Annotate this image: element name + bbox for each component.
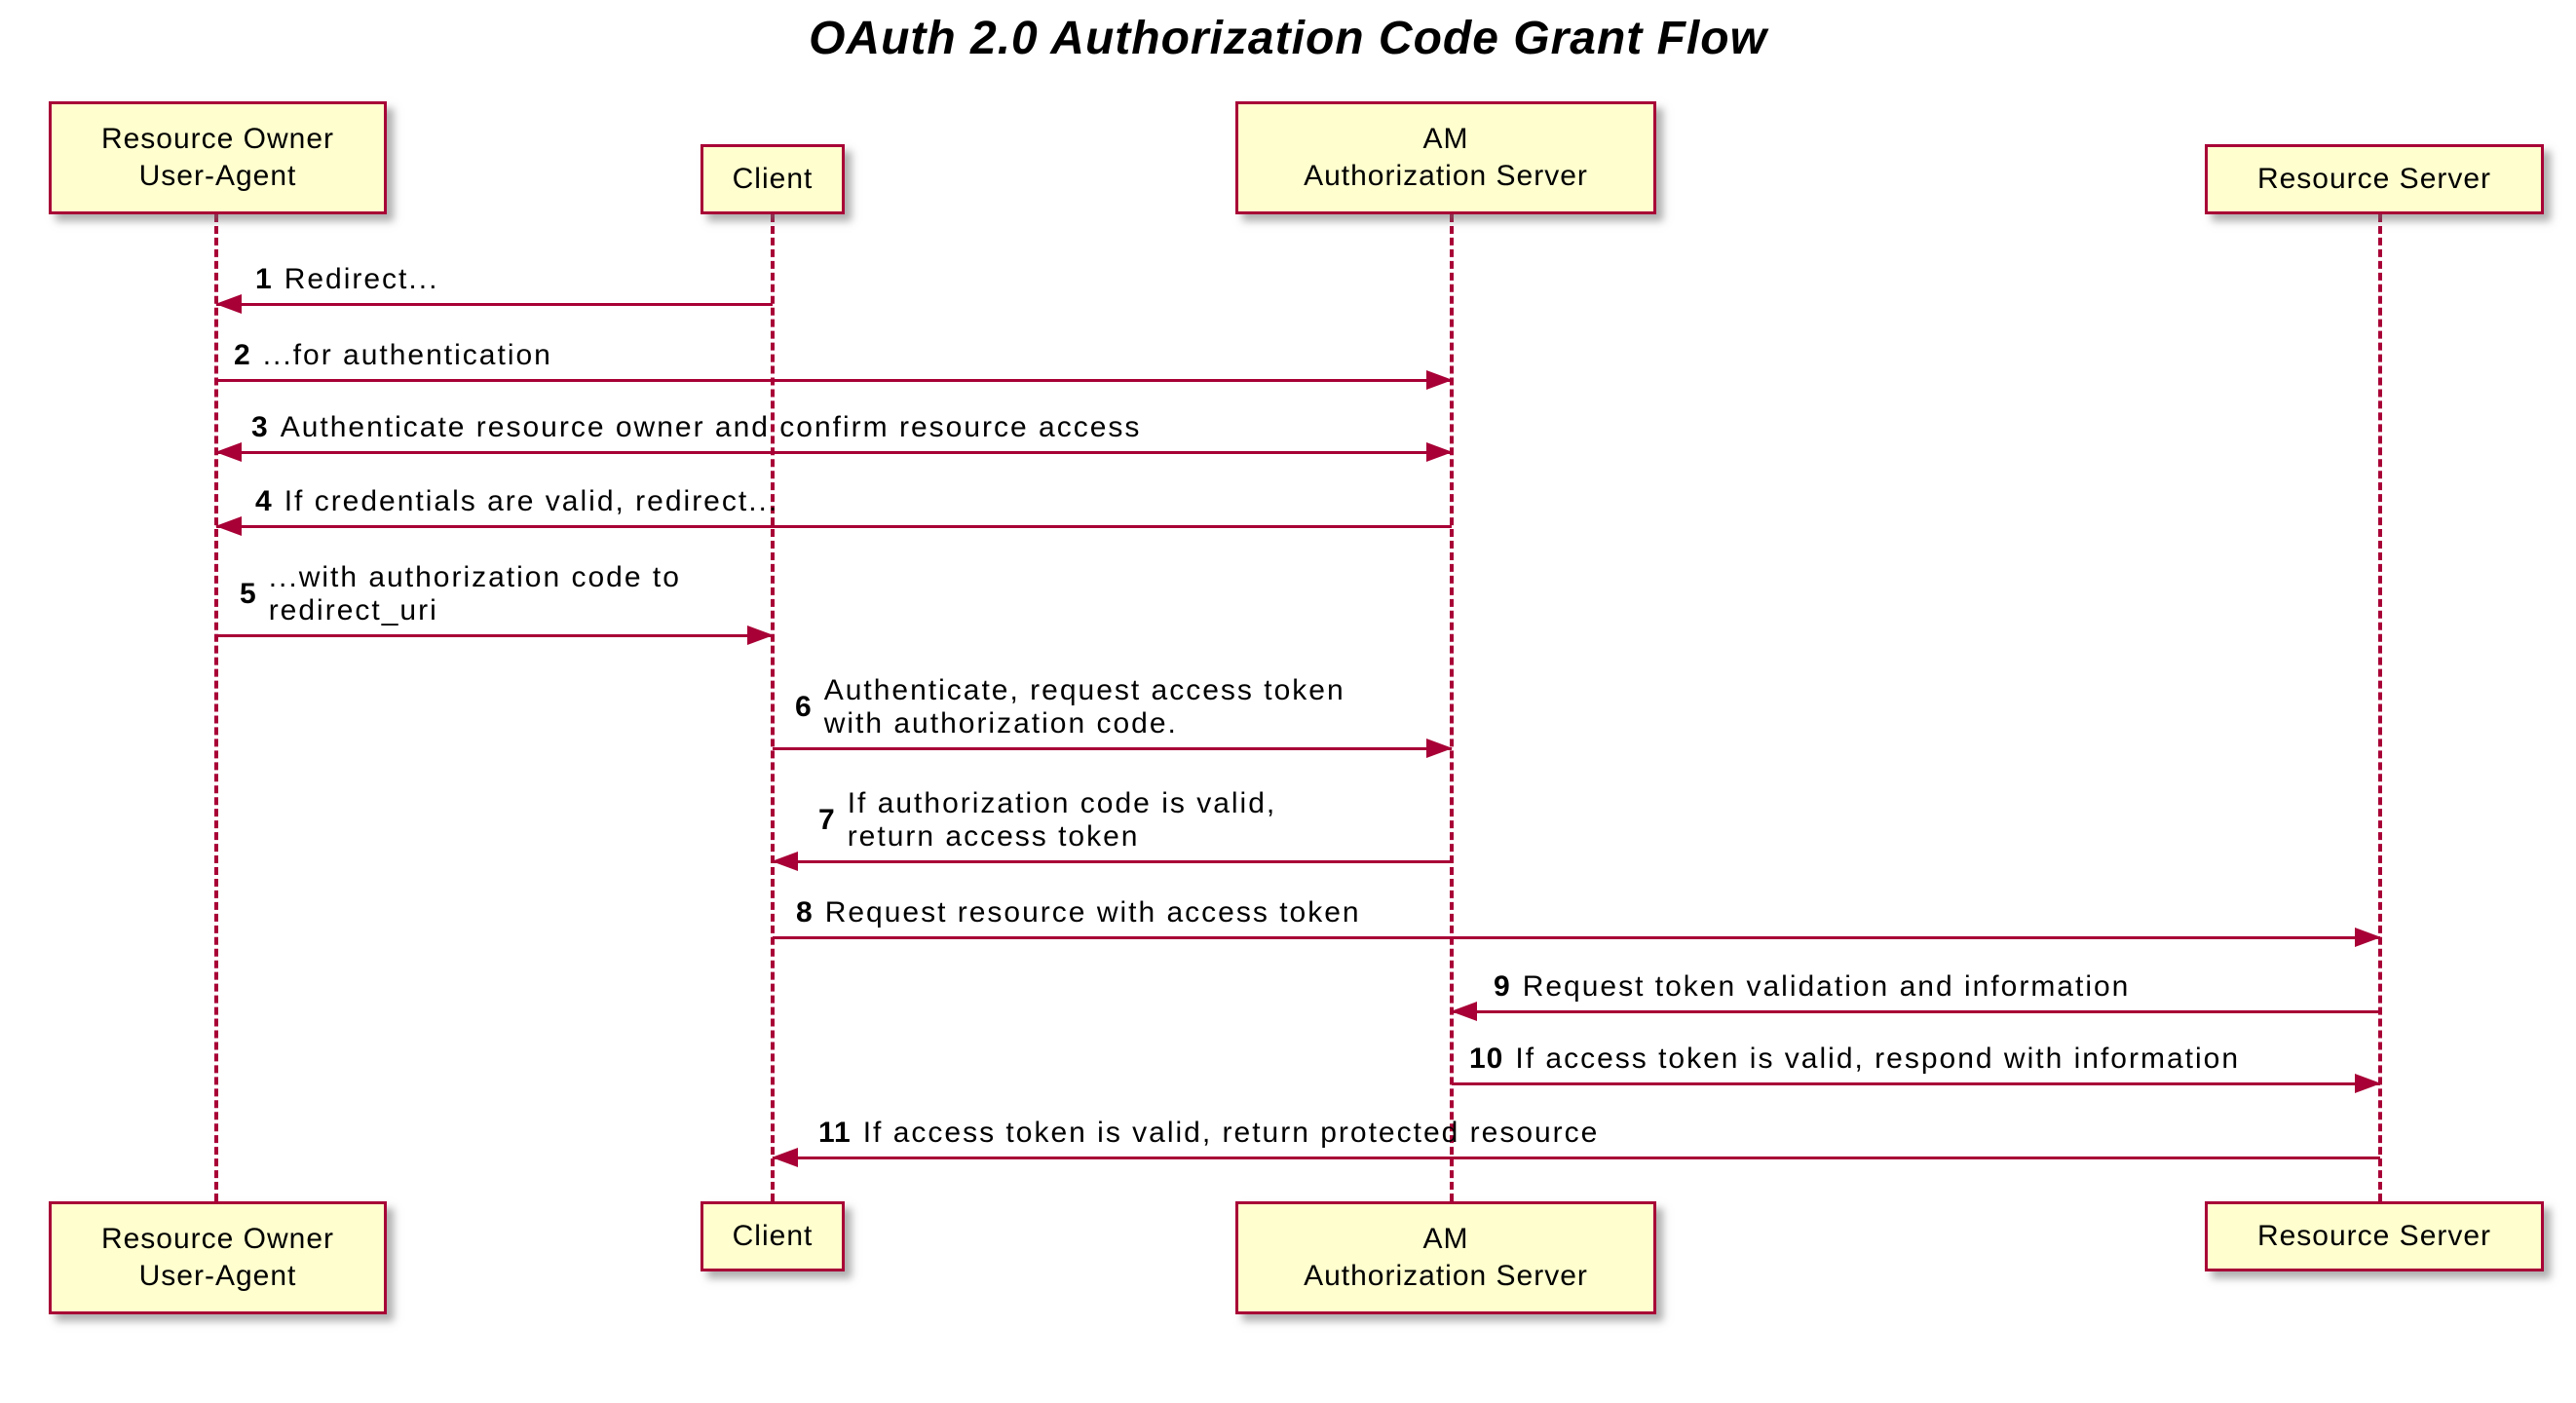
message-text-11: If access token is valid, return protect… (862, 1117, 1600, 1149)
actor-box-am-authorization-server-bottom: AM Authorization Server (1235, 1201, 1656, 1314)
arrowhead-left (1451, 1002, 1477, 1021)
arrowhead-right (2355, 928, 2381, 947)
message-arrow-2 (216, 370, 1453, 390)
message-number-4: 4 (255, 485, 273, 517)
message-number-9: 9 (1494, 970, 1511, 1003)
actor-label-line2: User-Agent (138, 160, 297, 192)
actor-label-line1: Resource Server (2256, 1220, 2492, 1252)
message-arrow-8 (773, 928, 2381, 947)
message-text-10: If access token is valid, respond with i… (1515, 1043, 2241, 1075)
message-text-7-line1: If authorization code is valid, (847, 787, 1277, 819)
message-number-10: 10 (1469, 1043, 1504, 1075)
arrowhead-left (215, 516, 242, 536)
message-number-7: 7 (818, 804, 836, 836)
message-label-11: 11 If access token is valid, return prote… (818, 1117, 1599, 1150)
lifeline-client (771, 214, 775, 1201)
message-label-1: 1 Redirect... (255, 263, 438, 296)
actor-label-line1: AM (1422, 123, 1469, 155)
message-number-2: 2 (234, 339, 251, 371)
arrowhead-right (747, 626, 774, 645)
actor-label-line2: Authorization Server (1304, 1260, 1588, 1292)
arrowhead-right (1426, 442, 1453, 462)
actor-label-line1: Resource Owner (100, 1223, 335, 1255)
arrowhead-right (2355, 1074, 2381, 1093)
message-label-5: 5 ...with authorization code to redirect… (240, 561, 681, 627)
actor-label-line1: Resource Server (2256, 163, 2492, 195)
message-number-11: 11 (818, 1117, 852, 1149)
actor-label-line1: Client (732, 163, 814, 195)
message-label-9: 9 Request token validation and informatio… (1494, 970, 2130, 1004)
message-text-5-line2: redirect_uri (268, 594, 438, 626)
lifeline-am-authorization-server (1450, 214, 1454, 1201)
actor-label-line1: Resource Owner (100, 123, 335, 155)
message-arrow-6 (773, 739, 1453, 758)
lifeline-resource-owner-user-agent (214, 214, 218, 1201)
arrowhead-left (772, 852, 798, 871)
actor-box-resource-owner-user-agent-bottom: Resource Owner User-Agent (49, 1201, 387, 1314)
actor-box-am-authorization-server-top: AM Authorization Server (1235, 101, 1656, 214)
message-arrow-10 (1452, 1074, 2381, 1093)
message-text-7-line2: return access token (847, 820, 1140, 853)
message-text-9: Request token validation and information (1522, 970, 2131, 1003)
message-arrow-11 (772, 1148, 2380, 1167)
message-number-3: 3 (251, 411, 269, 443)
message-text-6-line1: Authenticate, request access token (823, 674, 1345, 706)
actor-box-resource-owner-user-agent-top: Resource Owner User-Agent (49, 101, 387, 214)
actor-box-resource-server-bottom: Resource Server (2205, 1201, 2544, 1271)
message-label-10: 10 If access token is valid, respond with… (1469, 1043, 2240, 1076)
message-number-6: 6 (795, 691, 813, 723)
arrowhead-left (772, 1148, 798, 1167)
message-number-5: 5 (240, 578, 257, 610)
message-label-2: 2 ...for authentication (234, 339, 552, 372)
message-label-6: 6 Authenticate, request access token wit… (795, 674, 1345, 740)
message-text-5-line1: ...with authorization code to (268, 561, 681, 593)
message-text-6-line2: with authorization code. (823, 707, 1178, 739)
message-label-4: 4 If credentials are valid, redirect... (255, 485, 778, 518)
message-text-8: Request resource with access token (824, 896, 1361, 929)
message-number-8: 8 (796, 896, 814, 929)
actor-box-client-bottom: Client (701, 1201, 845, 1271)
message-arrow-7 (772, 852, 1452, 871)
lifeline-resource-server (2378, 214, 2382, 1201)
actor-label-line2: Authorization Server (1304, 160, 1588, 192)
message-text-3: Authenticate resource owner and confirm … (280, 411, 1142, 443)
arrowhead-right (1426, 739, 1453, 758)
actor-label-line2: User-Agent (138, 1260, 297, 1292)
message-label-7: 7 If authorization code is valid, return… (818, 787, 1276, 853)
message-text-2: ...for authentication (262, 339, 552, 371)
message-label-8: 8 Request resource with access token (796, 896, 1361, 929)
message-text-1: Redirect... (284, 263, 439, 295)
message-arrow-3 (215, 442, 1453, 462)
arrowhead-left (215, 294, 242, 314)
message-arrow-9 (1451, 1002, 2380, 1021)
message-text-4: If credentials are valid, redirect... (284, 485, 779, 517)
actor-label-line1: AM (1422, 1223, 1469, 1255)
message-arrow-5 (216, 626, 774, 645)
message-label-3: 3 Authenticate resource owner and confirm… (251, 411, 1141, 444)
message-number-1: 1 (255, 263, 273, 295)
diagram-title: OAuth 2.0 Authorization Code Grant Flow (809, 13, 1767, 64)
arrowhead-left (215, 442, 242, 462)
message-arrow-4 (215, 516, 1452, 536)
actor-label-line1: Client (732, 1220, 814, 1252)
actor-box-resource-server-top: Resource Server (2205, 144, 2544, 214)
actor-box-client-top: Client (701, 144, 845, 214)
message-arrow-1 (215, 294, 773, 314)
arrowhead-right (1426, 370, 1453, 390)
